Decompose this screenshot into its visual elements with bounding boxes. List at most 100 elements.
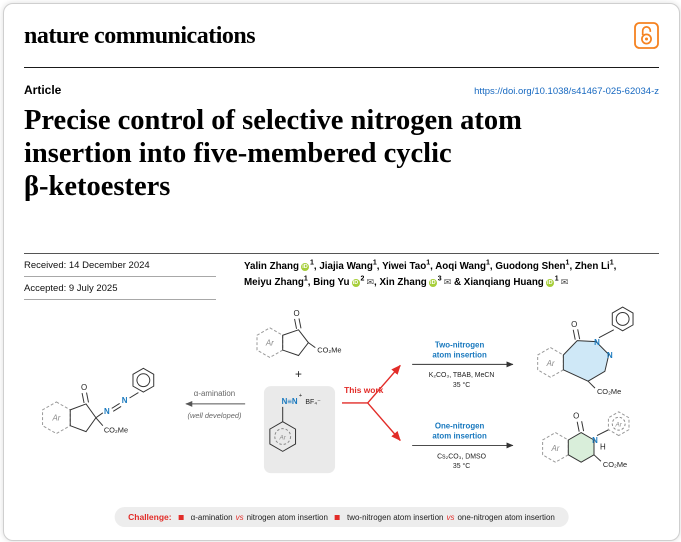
- substrate-structure: [256, 318, 316, 359]
- ester-label: CO₂Me: [317, 346, 341, 355]
- n-atom-label: N: [122, 396, 128, 405]
- challenge-label: Challenge:: [128, 512, 172, 522]
- open-access-icon[interactable]: [634, 22, 659, 54]
- author: Jiajia Wang1: [319, 260, 377, 273]
- well-developed-label: (well developed): [188, 411, 242, 420]
- affiliation-superscript: 1: [309, 260, 314, 268]
- author: Meiyu Zhang1: [244, 275, 308, 288]
- o-atom-label: O: [293, 309, 299, 318]
- ester-label: CO₂Me: [104, 426, 128, 435]
- divider: [24, 67, 659, 68]
- author-separator: ,: [313, 261, 320, 273]
- top-conditions-1: K₂CO₃, TBAB, MeCN: [429, 373, 495, 380]
- n-atom-label: N: [594, 338, 600, 347]
- bottom-conditions-2: 35 °C: [453, 462, 470, 470]
- affiliation-superscript: 3: [437, 275, 442, 283]
- article-title: Precise control of selective nitrogen at…: [24, 105, 659, 203]
- o-atom-label: O: [573, 412, 579, 421]
- challenge-item-text: nitrogen atom insertion: [246, 512, 328, 522]
- author: Aoqi Wang1: [435, 260, 490, 273]
- affiliation-superscript: 2: [360, 275, 365, 283]
- vs-label: vs: [446, 512, 455, 522]
- author-separator: ,: [569, 261, 575, 273]
- challenge-bar: Challenge: α-amination vs nitrogen atom …: [114, 507, 569, 527]
- ar-label: Ar: [551, 444, 560, 453]
- author: Yiwei Tao1: [382, 260, 430, 273]
- this-work-branch-arrows: [341, 365, 401, 442]
- author-name[interactable]: Xianqiang Huang: [463, 276, 544, 288]
- challenge-item-text: α-amination: [190, 512, 233, 522]
- alpha-amination-label: α-amination: [194, 389, 235, 398]
- orcid-icon[interactable]: iD: [545, 278, 554, 287]
- top-conditions-2: 35 °C: [453, 381, 470, 389]
- orcid-icon[interactable]: iD: [428, 278, 437, 287]
- challenge-item-1: α-amination vs nitrogen atom insertion: [191, 513, 328, 522]
- article-bar: Article https://doi.org/10.1038/s41467-0…: [24, 83, 659, 97]
- red-square-bullet: [178, 514, 184, 520]
- author-separator: ,: [430, 261, 436, 273]
- bottom-product-structure: [542, 411, 630, 464]
- n-atom-label: N: [607, 351, 613, 360]
- red-square-bullet: [334, 514, 340, 520]
- ester-label: CO₂Me: [597, 387, 621, 396]
- n-atom-label: N: [592, 436, 598, 445]
- diazonium-cation-label: N≡N: [282, 397, 298, 406]
- author-name[interactable]: Jiajia Wang: [319, 261, 373, 273]
- title-line: Precise control of selective nitrogen at…: [24, 105, 522, 136]
- author-separator: ,: [307, 276, 314, 288]
- email-icon[interactable]: ✉: [366, 276, 374, 287]
- author-name[interactable]: Yiwei Tao: [382, 261, 427, 273]
- author-name[interactable]: Yalin Zhang: [244, 261, 299, 273]
- diazonium-box: [263, 386, 336, 474]
- author-separator: ,: [376, 261, 383, 273]
- title-line: insertion into five-membered cyclic: [24, 137, 452, 169]
- article-page: nature communications Article https://do…: [3, 3, 680, 541]
- scheme-figure: Ar O N N CO₂Me α-amination (well develop…: [4, 300, 679, 496]
- received-date: Received: 14 December 2024: [24, 254, 216, 278]
- bottom-conditions-1: Cs₂CO₃, DMSO: [437, 454, 486, 461]
- author: Guodong Shen1: [495, 260, 569, 273]
- doi-link[interactable]: https://doi.org/10.1038/s41467-025-62034…: [474, 86, 659, 97]
- author-name[interactable]: Meiyu Zhang: [244, 276, 304, 288]
- journal-logo: nature communications: [24, 23, 256, 49]
- ar-label: Ar: [278, 435, 286, 442]
- author: Zhen Li1: [574, 260, 614, 273]
- charge-label: +: [299, 393, 303, 399]
- one-nitrogen-label-2: atom insertion: [432, 432, 487, 441]
- o-atom-label: O: [571, 320, 577, 329]
- author-name[interactable]: Bing Yu: [313, 276, 350, 288]
- h-atom-label: H: [600, 443, 606, 452]
- accepted-date: Accepted: 9 July 2025: [24, 277, 216, 301]
- email-icon[interactable]: ✉: [560, 276, 569, 287]
- author-name[interactable]: Aoqi Wang: [435, 261, 486, 273]
- challenge-item-2: two-nitrogen atom insertion vs one-nitro…: [347, 513, 555, 522]
- top-product-structure: [537, 306, 634, 389]
- affiliation-superscript: 1: [554, 275, 559, 283]
- dates-column: Received: 14 December 2024 Accepted: 9 J…: [24, 254, 216, 301]
- author-separator: ,: [489, 261, 496, 273]
- author-separator: ,: [613, 261, 617, 273]
- ar-label: Ar: [546, 359, 555, 368]
- challenge-item-text: two-nitrogen atom insertion: [346, 512, 444, 522]
- n-atom-label: N: [104, 407, 110, 416]
- meta-block: Received: 14 December 2024 Accepted: 9 J…: [24, 253, 659, 301]
- affiliation-superscript: 1: [372, 260, 377, 268]
- email-icon[interactable]: ✉: [443, 276, 452, 287]
- o-atom-label: O: [81, 383, 87, 392]
- scheme-svg: Ar O N N CO₂Me α-amination (well develop…: [42, 306, 634, 474]
- author-name[interactable]: Guodong Shen: [495, 261, 566, 273]
- orcid-icon[interactable]: iD: [351, 278, 360, 287]
- two-nitrogen-label-2: atom insertion: [432, 351, 487, 360]
- title-line: β-ketoesters: [24, 170, 171, 202]
- orcid-icon[interactable]: iD: [300, 263, 309, 272]
- author-name[interactable]: Xin Zhang: [379, 276, 427, 288]
- author-separator: ,: [373, 276, 380, 288]
- author-name[interactable]: Zhen Li: [574, 261, 610, 273]
- affiliation-superscript: 1: [303, 275, 308, 283]
- diazonium-aryl-ring: [269, 407, 297, 453]
